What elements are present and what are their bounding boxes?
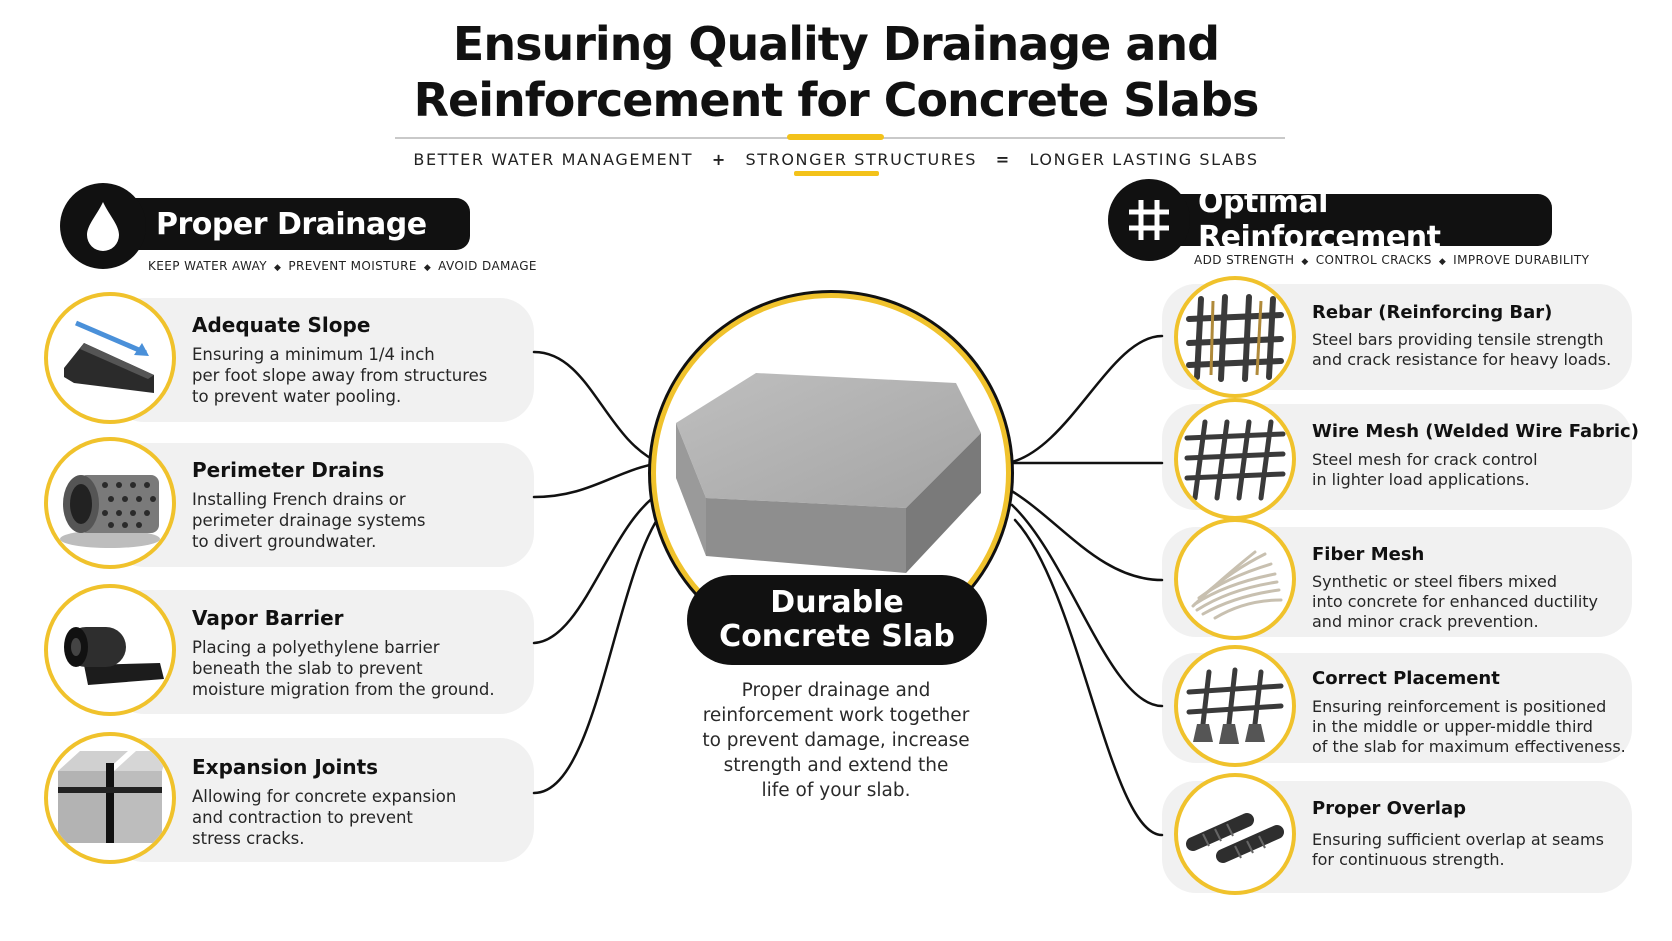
drainage-tag: KEEP WATER AWAY xyxy=(148,259,268,273)
connector-proper-overlap xyxy=(1013,518,1164,837)
equation-equals: = xyxy=(995,150,1011,169)
drainage-heading: Proper Drainage xyxy=(110,198,470,250)
proper-overlap-title: Proper Overlap xyxy=(1312,798,1466,819)
drainage-tag: AVOID DAMAGE xyxy=(438,259,537,273)
page-title: Ensuring Quality Drainage and Reinforcem… xyxy=(0,16,1672,128)
rebar-cage-icon xyxy=(1186,294,1284,382)
title-divider-accent xyxy=(787,134,884,140)
drainage-tags: KEEP WATER AWAY◆PREVENT MOISTURE◆AVOID D… xyxy=(148,259,537,273)
wire-mesh-icon xyxy=(1184,419,1286,501)
hub-label: Durable Concrete Slab xyxy=(687,575,987,665)
reinforcement-tag: CONTROL CRACKS xyxy=(1315,253,1432,267)
slope-ramp-icon xyxy=(64,320,154,393)
drainage-tag: PREVENT MOISTURE xyxy=(288,259,417,273)
expansion-joints-thumb xyxy=(44,732,176,864)
correct-placement-thumb xyxy=(1174,645,1296,767)
reinforcement-tag: ADD STRENGTH xyxy=(1194,253,1295,267)
fiber-mesh-title: Fiber Mesh xyxy=(1312,544,1425,565)
perimeter-drains-desc: Installing French drains or perimeter dr… xyxy=(192,490,426,551)
perimeter-drains-title: Perimeter Drains xyxy=(192,458,385,482)
connector-expansion-joints xyxy=(532,503,670,795)
wire-mesh-desc: Steel mesh for crack control in lighter … xyxy=(1312,450,1538,489)
title-line-1: Ensuring Quality Drainage and xyxy=(452,17,1220,71)
correct-placement-desc: Ensuring reinforcement is positioned in … xyxy=(1312,697,1626,756)
vapor-barrier-title: Vapor Barrier xyxy=(192,606,344,630)
connector-correct-placement xyxy=(1010,503,1164,708)
grid-mesh-icon xyxy=(1129,200,1169,240)
equation-term-1: BETTER WATER MANAGEMENT xyxy=(413,150,694,169)
adequate-slope-title: Adequate Slope xyxy=(192,313,371,337)
card-perimeter-drains xyxy=(110,443,534,567)
hub-description: Proper drainage and reinforcement work t… xyxy=(702,680,970,801)
card-adequate-slope xyxy=(110,298,534,422)
card-expansion-joints xyxy=(110,738,534,862)
wire-mesh-thumb xyxy=(1174,398,1296,520)
title-line-2: Reinforcement for Concrete Slabs xyxy=(413,73,1260,127)
concrete-slab-icon xyxy=(676,373,981,573)
reinforcement-tags: ADD STRENGTH◆CONTROL CRACKS◆IMPROVE DURA… xyxy=(1194,253,1590,267)
reinforcement-header-badge xyxy=(1108,179,1190,261)
reinforcement-tag: IMPROVE DURABILITY xyxy=(1453,253,1590,267)
correct-placement-title: Correct Placement xyxy=(1312,668,1500,689)
wire-mesh-title: Wire Mesh (Welded Wire Fabric) xyxy=(1312,421,1639,442)
expansion-joints-title: Expansion Joints xyxy=(192,755,379,779)
fiber-mesh-thumb xyxy=(1174,518,1296,640)
perforated-pipe-icon xyxy=(60,475,160,548)
membrane-roll-icon xyxy=(64,627,164,685)
drainage-header-badge xyxy=(60,183,146,269)
card-vapor-barrier xyxy=(110,590,534,714)
adequate-slope-thumb xyxy=(44,292,176,424)
equation-term-2: STRONGER STRUCTURES xyxy=(745,150,978,169)
proper-overlap-thumb xyxy=(1174,773,1296,895)
rebar-thumb xyxy=(1174,276,1296,398)
joint-blocks-icon xyxy=(58,751,168,843)
summary-equation: BETTER WATER MANAGEMENT + STRONGER STRUC… xyxy=(0,150,1672,169)
fiber-mesh-desc: Synthetic or steel fibers mixed into con… xyxy=(1312,572,1599,631)
perimeter-drains-thumb xyxy=(44,437,176,569)
vapor-barrier-thumb xyxy=(44,584,176,716)
fiber-bundle-icon xyxy=(1191,550,1283,620)
connector-fiber-mesh xyxy=(1008,488,1164,582)
connector-perimeter-drains xyxy=(532,461,662,499)
water-drop-icon xyxy=(87,202,119,251)
rebar-chairs-icon xyxy=(1186,667,1284,744)
connector-vapor-barrier xyxy=(532,488,666,645)
proper-overlap-desc: Ensuring sufficient overlap at seams for… xyxy=(1312,830,1604,869)
overlapping-bars-icon xyxy=(1186,813,1284,863)
expansion-joints-desc: Allowing for concrete expansion and cont… xyxy=(192,787,457,848)
rebar-title: Rebar (Reinforcing Bar) xyxy=(1312,302,1553,323)
equation-plus: + xyxy=(711,150,727,169)
concrete-slab-illustration xyxy=(651,293,1011,653)
adequate-slope-desc: Ensuring a minimum 1/4 inch per foot slo… xyxy=(192,345,488,406)
connector-rebar xyxy=(1006,334,1164,465)
connector-adequate-slope xyxy=(532,350,662,465)
rebar-desc: Steel bars providing tensile strength an… xyxy=(1312,330,1612,369)
vapor-barrier-desc: Placing a polyethylene barrier beneath t… xyxy=(192,638,495,699)
equation-term-3: LONGER LASTING SLABS xyxy=(1029,150,1259,169)
